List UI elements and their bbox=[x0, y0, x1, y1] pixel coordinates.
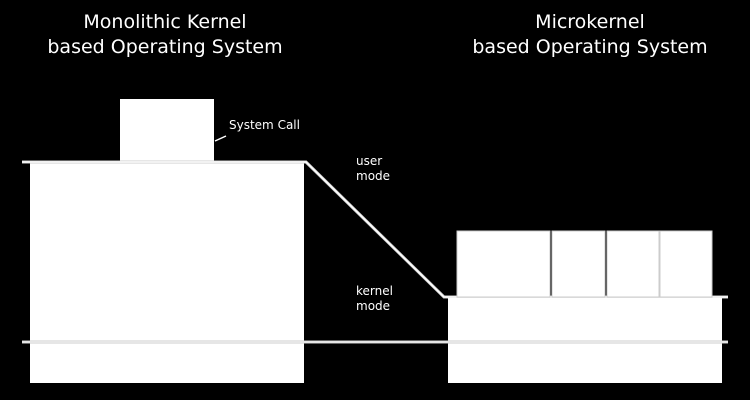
system-call-label: System Call bbox=[229, 118, 300, 132]
monolithic-application-box bbox=[120, 99, 214, 161]
user-mode-label-line1: user bbox=[356, 154, 383, 168]
kernel-mode-label: kernel mode bbox=[356, 284, 393, 314]
monolithic-kernel-block bbox=[30, 162, 304, 383]
monolithic-title: Monolithic Kernel based Operating System bbox=[0, 10, 330, 60]
microkernel-title-line1: Microkernel bbox=[535, 11, 645, 33]
user-mode-label: user mode bbox=[356, 154, 390, 184]
kernel-mode-label-line1: kernel bbox=[356, 284, 393, 298]
monolithic-title-line2: based Operating System bbox=[47, 36, 283, 58]
system-call-pointer bbox=[214, 135, 227, 142]
kernel-mode-label-line2: mode bbox=[356, 299, 391, 313]
microkernel-server-box bbox=[659, 230, 713, 298]
microkernel-title-line2: based Operating System bbox=[472, 36, 708, 58]
microkernel-server-box bbox=[606, 230, 660, 298]
monolithic-title-line1: Monolithic Kernel bbox=[83, 11, 247, 33]
microkernel-server-box bbox=[551, 230, 606, 298]
microkernel-title: Microkernel based Operating System bbox=[430, 10, 750, 60]
user-mode-label-line2: mode bbox=[356, 169, 391, 183]
microkernel-server-box bbox=[456, 230, 551, 298]
